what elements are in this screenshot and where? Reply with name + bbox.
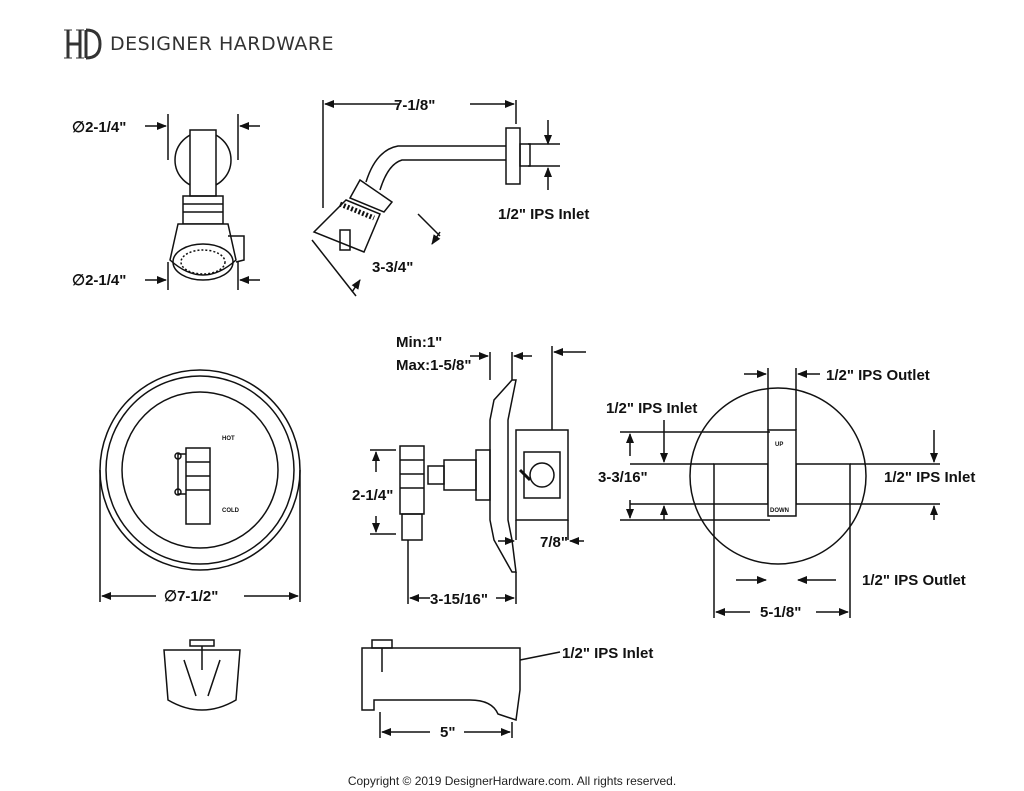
valve-projection-label: 3-15/16" xyxy=(430,591,488,608)
valve-back-inlet-right-label: 1/2" IPS Inlet xyxy=(884,469,975,486)
valve-back-outlet-bottom-label: 1/2" IPS Outlet xyxy=(862,572,966,589)
copyright-footer: Copyright © 2019 DesignerHardware.com. A… xyxy=(347,774,677,788)
valve-max-depth-label: Max:1-5/8" xyxy=(396,357,471,374)
tub-spout-inlet-label: 1/2" IPS Inlet xyxy=(562,645,653,662)
brand-logo-icon xyxy=(64,28,102,60)
shower-arm-inlet-label: 1/2" IPS Inlet xyxy=(498,206,589,223)
valve-handle-height-label: 2-1/4" xyxy=(352,487,393,504)
trim-plate-front-view xyxy=(99,369,301,602)
shower-head-bottom-diameter-label: ∅2-1/4" xyxy=(72,272,126,289)
down-label: DOWN xyxy=(770,508,789,514)
shower-arm-length-label: 7-1/8" xyxy=(394,97,435,114)
brand-name: DESIGNER HARDWARE xyxy=(110,33,335,55)
valve-back-outlet-top-label: 1/2" IPS Outlet xyxy=(826,367,930,384)
tub-spout-front-view xyxy=(163,639,241,711)
valve-back-inlet-top-label: 1/2" IPS Inlet xyxy=(606,400,697,417)
valve-min-depth-label: Min:1" xyxy=(396,334,442,351)
hot-label: HOT xyxy=(222,436,235,442)
valve-back-width-label: 5-1/8" xyxy=(760,604,801,621)
valve-body-depth-label: 7/8" xyxy=(540,534,568,551)
up-label: UP xyxy=(775,442,783,448)
cold-label: COLD xyxy=(222,508,240,514)
valve-back-height-label: 3-3/16" xyxy=(598,469,648,486)
trim-plate-diameter-label: ∅7-1/2" xyxy=(164,588,218,605)
shower-head-depth-label: 3-3/4" xyxy=(372,259,413,276)
tub-spout-length-label: 5" xyxy=(440,724,455,741)
valve-back-view xyxy=(620,368,940,618)
shower-arm-side-view xyxy=(311,100,560,297)
valve-side-view xyxy=(370,346,586,604)
tub-spout-side-view xyxy=(361,639,561,738)
brand-header: DESIGNER HARDWARE xyxy=(62,26,334,62)
shower-head-front-view xyxy=(145,114,260,290)
shower-head-top-diameter-label: ∅2-1/4" xyxy=(72,119,126,136)
